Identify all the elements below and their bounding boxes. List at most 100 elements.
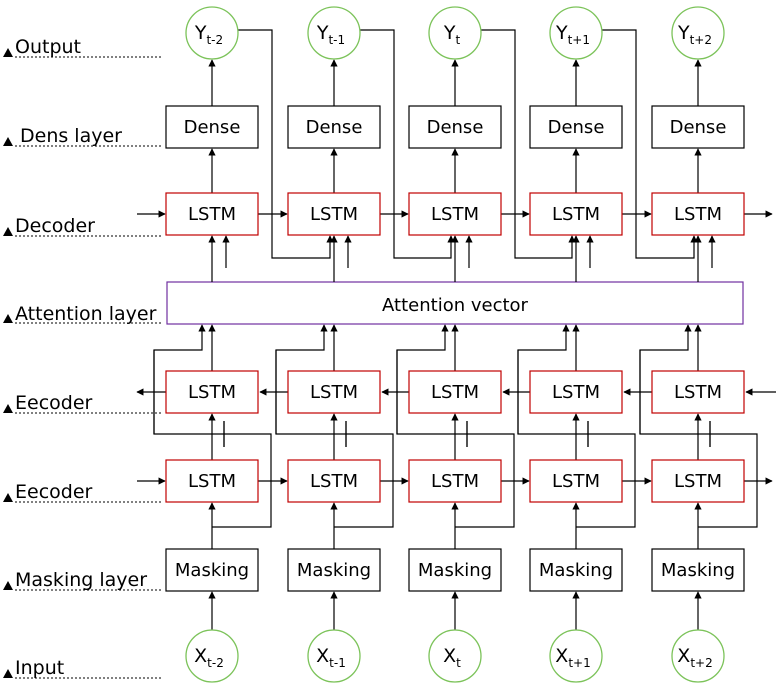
dense-block-1-box xyxy=(287,105,381,149)
input-node-4-circle xyxy=(671,629,725,683)
masking-block-0-box xyxy=(165,548,259,592)
dense-block-1: Dense xyxy=(287,105,381,149)
encoder-top-lstm-1-box xyxy=(287,370,381,414)
encoder-top-lstm-text-0: LSTM xyxy=(188,382,236,403)
output-feedback-0 xyxy=(238,29,334,259)
encoder-bottom-lstm-4-box xyxy=(651,459,745,503)
masking-block-4-box xyxy=(651,548,745,592)
output-node-0: Yt-2 xyxy=(185,6,239,60)
input-node-0: Xt-2 xyxy=(185,629,239,683)
dense-block-4: Dense xyxy=(651,105,745,149)
decoder-lstm-0-box xyxy=(165,192,259,236)
output-feedback-2 xyxy=(481,29,576,259)
encoder-bottom-lstm-1: LSTM xyxy=(287,459,381,503)
encoder-top-lstm-0-box xyxy=(165,370,259,414)
output-feedback-1 xyxy=(360,29,455,259)
output-node-0-circle xyxy=(185,6,239,60)
output-feedback-3 xyxy=(602,29,698,259)
row-label-encoder-bottom: Eecoder xyxy=(3,481,162,503)
row-label-masking: Masking layer xyxy=(3,569,162,591)
masking-block-1: Masking xyxy=(287,548,381,592)
encoder-top-lstm-3-box xyxy=(529,370,623,414)
decoder-lstm-4: LSTM xyxy=(651,192,745,236)
encoder-top-lstm-text-3: LSTM xyxy=(552,382,600,403)
decoder-lstm-text-0: LSTM xyxy=(188,204,236,225)
output-node-2: Yt xyxy=(428,6,482,60)
encoder-top-lstm-0: LSTM xyxy=(165,370,259,414)
encoder-bottom-lstm-2-box xyxy=(408,459,502,503)
encoder-bottom-lstm-0-box xyxy=(165,459,259,503)
encoder-bottom-lstm-text-1: LSTM xyxy=(310,471,358,492)
encoder-bottom-lstm-3-box xyxy=(529,459,623,503)
masking-text-1: Masking xyxy=(297,560,371,581)
encoder-top-lstm-text-4: LSTM xyxy=(674,382,722,403)
dense-text-4: Dense xyxy=(670,117,727,138)
encoder-bottom-lstm-text-3: LSTM xyxy=(552,471,600,492)
masking-text-0: Masking xyxy=(175,560,249,581)
attention-vector-text: Attention vector xyxy=(382,295,528,316)
masking-block-2: Masking xyxy=(408,548,502,592)
dense-block-2: Dense xyxy=(408,105,502,149)
decoder-lstm-text-2: LSTM xyxy=(431,204,479,225)
encoder-top-lstm-4-box xyxy=(651,370,745,414)
masking-block-1-box xyxy=(287,548,381,592)
input-node-3: Xt+1 xyxy=(549,629,603,683)
output-label: Output xyxy=(15,36,81,58)
decoder-label: Decoder xyxy=(15,215,95,237)
row-label-attention: Attention layer xyxy=(3,303,162,325)
dense-text-2: Dense xyxy=(427,117,484,138)
dense-block-3-box xyxy=(529,105,623,149)
masking-block-3: Masking xyxy=(529,548,623,592)
masking-layer-label: Masking layer xyxy=(15,569,147,591)
encoder-top-lstm-4: LSTM xyxy=(651,370,745,414)
input-node-2: Xt xyxy=(428,629,482,683)
encoder-top-label: Eecoder xyxy=(15,392,93,414)
masking-block-0: Masking xyxy=(165,548,259,592)
encoder-bottom-lstm-text-0: LSTM xyxy=(188,471,236,492)
input-label: Input xyxy=(15,657,64,679)
output-node-2-circle xyxy=(428,6,482,60)
dense-text-3: Dense xyxy=(548,117,605,138)
decoder-lstm-2: LSTM xyxy=(408,192,502,236)
attention-box xyxy=(166,281,744,325)
encoder-top-lstm-text-2: LSTM xyxy=(431,382,479,403)
encoder-top-lstm-text-1: LSTM xyxy=(310,382,358,403)
encoder-bottom-lstm-0: LSTM xyxy=(165,459,259,503)
decoder-lstm-0: LSTM xyxy=(165,192,259,236)
output-node-4-circle xyxy=(671,6,725,60)
row-labels: Output Dens layer Decoder Attention laye… xyxy=(3,36,162,679)
input-node-4: Xt+2 xyxy=(671,629,725,683)
attention-layer-label: Attention layer xyxy=(15,303,157,325)
dense-block-2-box xyxy=(408,105,502,149)
output-node-1: Yt-1 xyxy=(307,6,361,60)
row-label-dense: Dens layer xyxy=(3,125,162,147)
decoder-lstm-3-box xyxy=(529,192,623,236)
decoder-lstm-2-box xyxy=(408,192,502,236)
row-label-input: Input xyxy=(3,657,162,679)
decoder-lstm-text-4: LSTM xyxy=(674,204,722,225)
dense-block-0-box xyxy=(165,105,259,149)
output-node-4: Yt+2 xyxy=(671,6,725,60)
encoder-bottom-label: Eecoder xyxy=(15,481,93,503)
input-node-1-circle xyxy=(307,629,361,683)
encoder-bottom-lstm-3: LSTM xyxy=(529,459,623,503)
input-node-4-label: Xt+2 xyxy=(677,645,712,670)
output-node-3-circle xyxy=(549,6,603,60)
masking-block-4: Masking xyxy=(651,548,745,592)
row-label-decoder: Decoder xyxy=(3,215,162,237)
input-node-0-circle xyxy=(185,629,239,683)
decoder-lstm-1-box xyxy=(287,192,381,236)
dense-text-1: Dense xyxy=(306,117,363,138)
input-node-2-circle xyxy=(428,629,482,683)
masking-text-4: Masking xyxy=(661,560,735,581)
dense-block-4-box xyxy=(651,105,745,149)
masking-text-3: Masking xyxy=(539,560,613,581)
input-node-1: Xt-1 xyxy=(307,629,361,683)
decoder-lstm-text-3: LSTM xyxy=(552,204,600,225)
decoder-lstm-1: LSTM xyxy=(287,192,381,236)
decoder-lstm-text-1: LSTM xyxy=(310,204,358,225)
row-label-output: Output xyxy=(3,36,162,58)
encoder-bottom-lstm-1-box xyxy=(287,459,381,503)
input-node-3-circle xyxy=(549,629,603,683)
